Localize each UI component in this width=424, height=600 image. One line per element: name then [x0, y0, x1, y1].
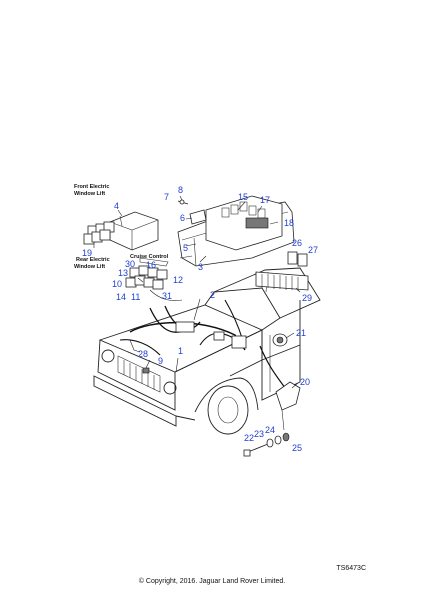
label-cruise-control: Cruise Control: [130, 254, 169, 260]
callout-25: 25: [292, 443, 302, 453]
callout-19: 19: [82, 248, 92, 258]
callout-26: 26: [292, 238, 302, 248]
callout-1: 1: [178, 346, 183, 356]
callout-9: 9: [158, 356, 163, 366]
label-front-window-lift-1: Front Electric: [74, 184, 109, 190]
callout-16: 16: [146, 260, 156, 270]
callout-11: 11: [131, 292, 140, 302]
callout-30: 30: [125, 259, 135, 269]
callout-13: 13: [118, 268, 128, 278]
part-22-25-bolt-washers: [243, 432, 290, 457]
callout-3: 3: [198, 262, 203, 272]
part-29-terminal-strip: [255, 271, 309, 291]
callout-23: 23: [254, 429, 264, 439]
callout-18: 18: [284, 218, 294, 228]
callout-5: 5: [183, 243, 188, 253]
callout-numbers: 1 2 3 4 5 6 7 8 9 10 11 12 13 14 15 16 1…: [82, 185, 318, 453]
callout-24: 24: [265, 425, 275, 435]
label-rear-window-lift-1: Rear Electric: [76, 257, 110, 263]
part-19-relays: [83, 221, 115, 245]
relay-cluster: [125, 257, 183, 301]
part-26-27-relays: [287, 251, 308, 267]
callout-21: 21: [296, 328, 306, 338]
part-21-grommet: [272, 333, 288, 347]
label-rear-window-lift-2: Window Lift: [74, 264, 105, 270]
callout-20: 20: [300, 377, 310, 387]
callout-4: 4: [114, 201, 119, 211]
wiring-harness: [119, 299, 291, 396]
callout-31: 31: [162, 291, 172, 301]
callout-8: 8: [178, 185, 183, 195]
callout-29: 29: [302, 293, 312, 303]
leader-lines: [93, 195, 301, 389]
callout-14: 14: [116, 292, 126, 302]
part-9-connector: [142, 367, 150, 374]
callout-27: 27: [308, 245, 318, 255]
copyright-notice: © Copyright, 2016. Jaguar Land Rover Lim…: [138, 578, 286, 585]
part-7-8-screw: [177, 199, 189, 205]
callout-22: 22: [244, 433, 254, 443]
part-4-cruise-control-unit: [109, 211, 159, 251]
callout-6: 6: [180, 213, 185, 223]
vehicle-outline: [93, 267, 321, 435]
callout-2: 2: [210, 290, 215, 300]
callout-28: 28: [138, 349, 148, 359]
label-front-window-lift-2: Window Lift: [74, 191, 105, 197]
diagram-reference-code: TS6473C: [336, 565, 366, 572]
part-28-clip: [129, 339, 141, 353]
callout-15: 15: [238, 192, 248, 202]
part-6-bracket: [189, 209, 207, 225]
callout-7: 7: [164, 192, 169, 202]
callout-10: 10: [112, 279, 122, 289]
part-20-sensor: [275, 381, 301, 431]
fuse-panel-assembly: [177, 195, 295, 267]
callout-12: 12: [173, 275, 183, 285]
callout-17: 17: [260, 195, 270, 205]
